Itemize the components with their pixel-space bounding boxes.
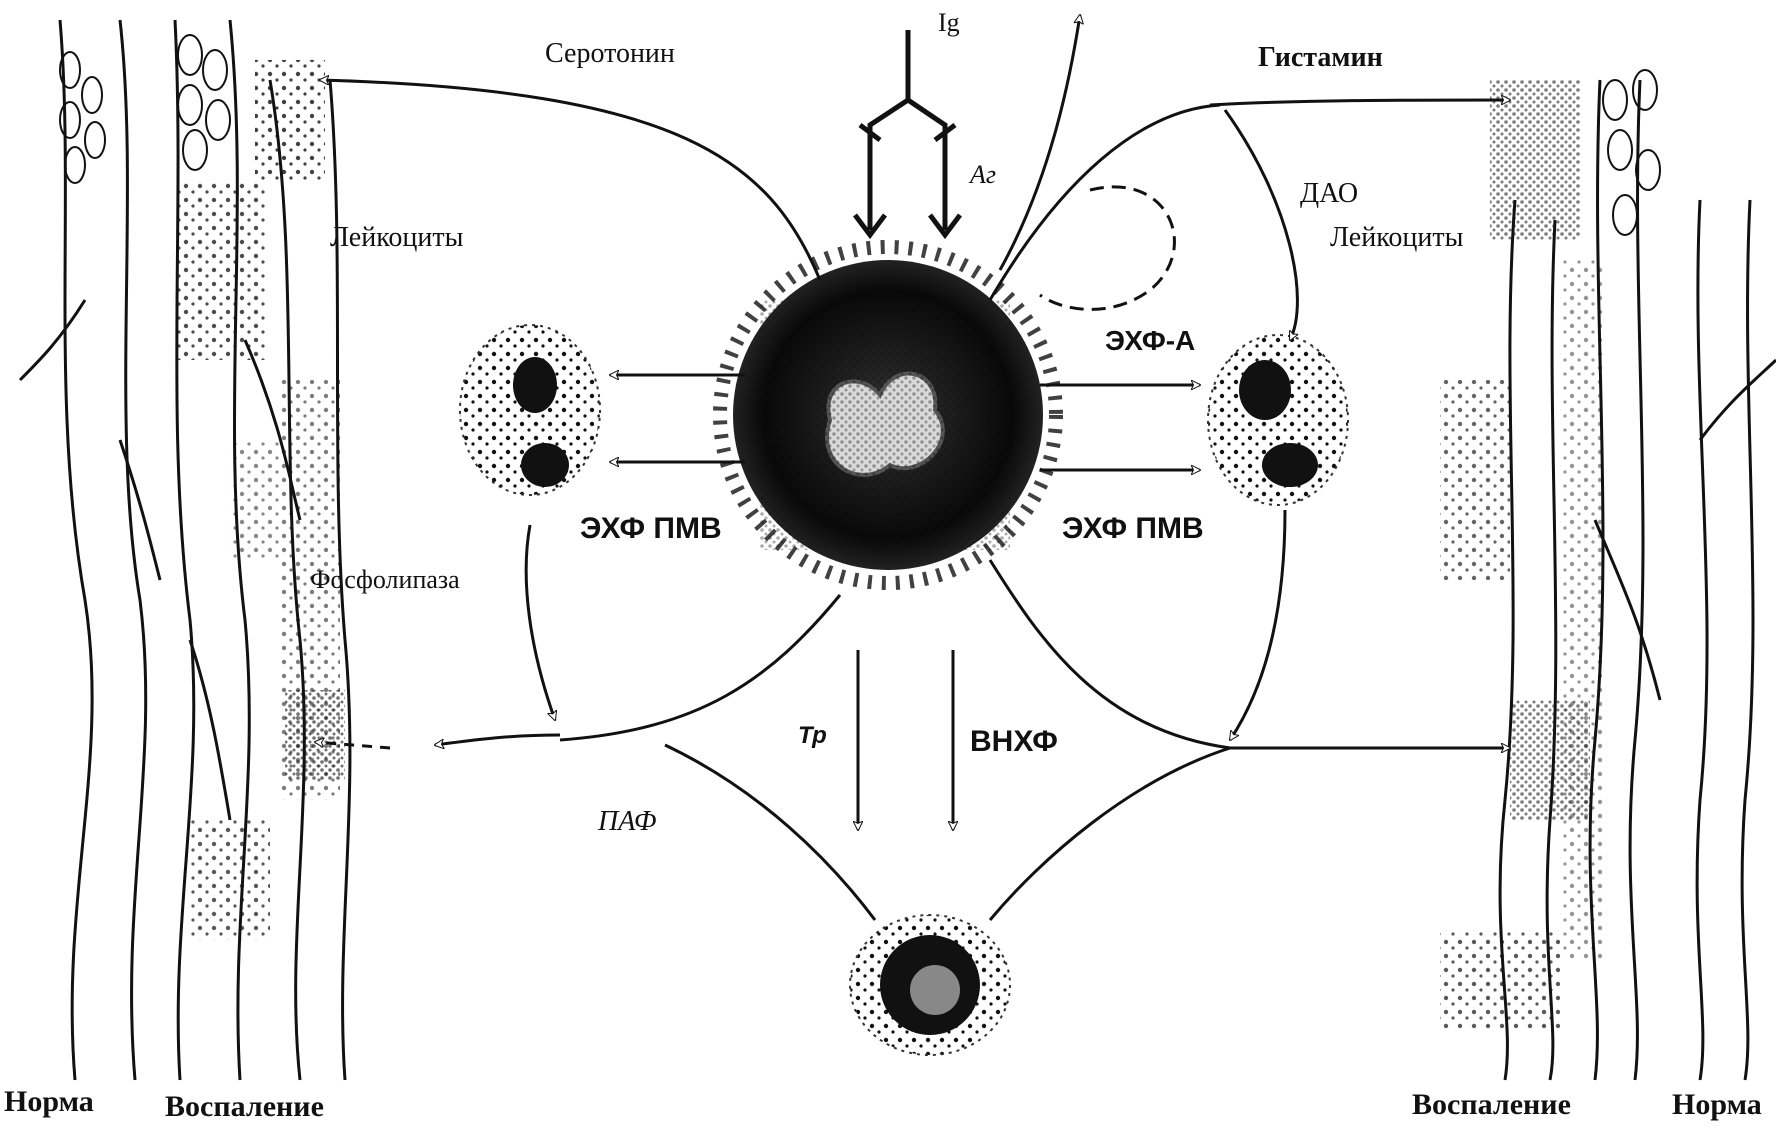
label-inflammation-left: Воспаление bbox=[165, 1090, 324, 1123]
right-norm-vessel bbox=[1695, 199, 1709, 1081]
histamine-return-loop bbox=[1039, 185, 1176, 311]
label-ecf-pmv-right: ЭХФ ПМВ bbox=[1062, 512, 1204, 545]
label-norm-left: Норма bbox=[4, 1085, 94, 1118]
label-inflammation-right: Воспаление bbox=[1412, 1088, 1571, 1121]
label-ag: Аг bbox=[970, 160, 997, 189]
right-neutrophil-down-arrow bbox=[1228, 509, 1287, 740]
label-paf: ПАФ bbox=[598, 806, 657, 837]
antigen-right bbox=[928, 213, 962, 240]
label-norm-right: Норма bbox=[1672, 1088, 1762, 1121]
left-leukocyte-dots bbox=[175, 60, 345, 940]
histamine-arrow bbox=[1209, 100, 1510, 107]
antigen-left bbox=[853, 213, 887, 240]
serotonin-arrow bbox=[320, 80, 822, 281]
dao-arrow bbox=[1223, 109, 1299, 340]
left-inflamed-cells bbox=[177, 34, 231, 171]
mast-cell bbox=[713, 240, 1063, 590]
top-release-arrow bbox=[998, 15, 1080, 271]
label-dao: ДАО bbox=[1300, 178, 1359, 209]
mediator-branches bbox=[559, 185, 1231, 921]
label-leukocytes-left: Лейкоциты bbox=[330, 222, 464, 253]
left-neutrophil bbox=[459, 324, 601, 496]
label-histamine: Гистамин bbox=[1258, 42, 1383, 73]
left-norm-cells bbox=[59, 51, 106, 184]
label-phospholipase: Фосфолипаза bbox=[310, 565, 460, 594]
label-tr: Тр bbox=[798, 722, 827, 749]
phospholipase-arrow bbox=[524, 524, 555, 720]
paf-tissue-arrow bbox=[315, 742, 391, 750]
histamine-curve bbox=[988, 103, 1221, 301]
left-norm-vessel-wall bbox=[118, 19, 148, 1081]
label-serotonin: Серотонин bbox=[545, 38, 675, 69]
right-leukocyte-dots bbox=[1440, 80, 1605, 1030]
label-vnhf: ВНХФ bbox=[970, 725, 1058, 758]
label-ecf-pmv-left: ЭХФ ПМВ bbox=[580, 512, 722, 545]
bottom-cell bbox=[849, 914, 1011, 1056]
label-ecf-a: ЭХФ-А bbox=[1105, 325, 1196, 356]
right-inflamed-cells bbox=[1602, 69, 1661, 236]
right-neutrophil bbox=[1207, 334, 1349, 506]
ige-antibody-receptors bbox=[853, 30, 962, 240]
mediator-arrows bbox=[315, 15, 1510, 830]
left-norm-vessel bbox=[58, 19, 94, 1081]
paf-left-arrow bbox=[435, 733, 561, 745]
label-ig: Ig bbox=[938, 8, 960, 37]
label-leukocytes-right: Лейкоциты bbox=[1330, 222, 1464, 253]
